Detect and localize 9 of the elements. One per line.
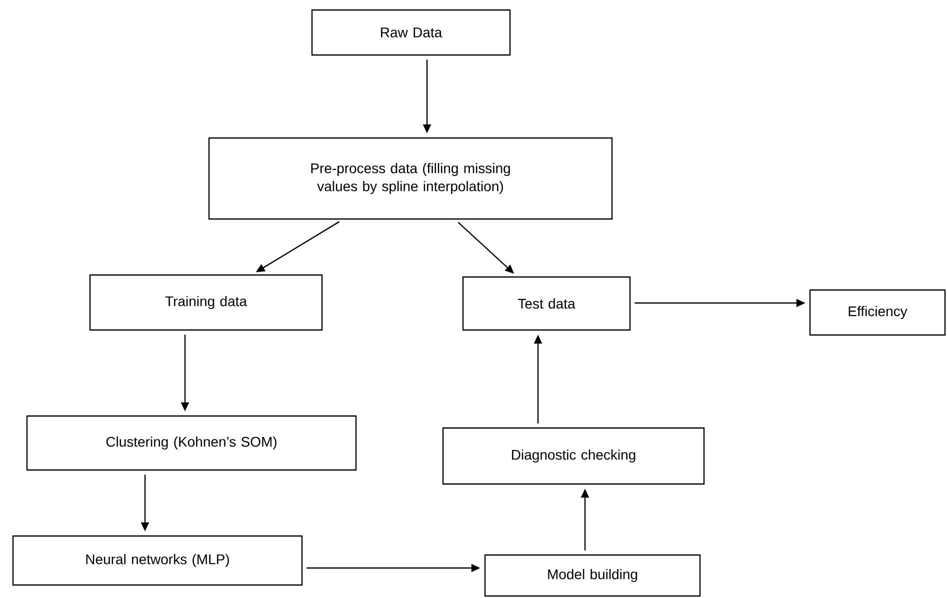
- process-box: Test data: [462, 276, 631, 331]
- process-box: Raw Data: [311, 9, 511, 56]
- process-box: Efficiency: [809, 289, 946, 336]
- process-box: Diagnostic checking: [442, 427, 705, 485]
- process-box: Neural networks (MLP): [12, 535, 303, 586]
- process-box: Clustering (Kohnen’s SOM): [26, 415, 357, 471]
- process-box: Training data: [89, 274, 323, 331]
- process-box: Pre-process data (filling missing values by spline interpolation): [208, 137, 613, 220]
- process-box: Model building: [484, 554, 701, 597]
